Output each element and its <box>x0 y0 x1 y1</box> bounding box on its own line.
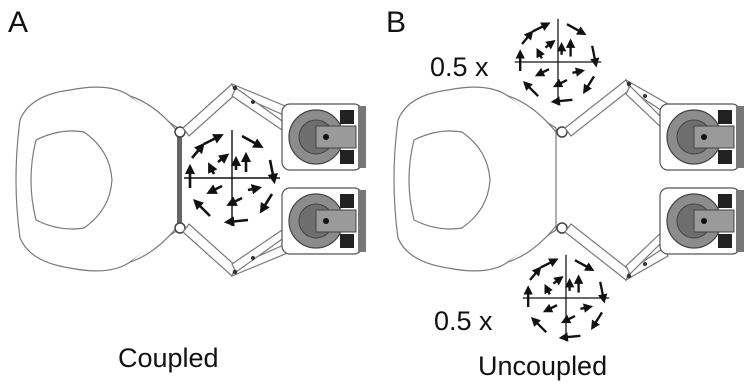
panel-b: B 0.5 x 0.5 x <box>386 6 744 381</box>
scale-label-top: 0.5 x <box>430 52 489 82</box>
left-joint-top-b <box>556 126 568 138</box>
manipulandum-top-b <box>659 103 744 171</box>
left-joint-top-a <box>174 126 186 138</box>
manipulandum-bottom-b <box>659 187 744 255</box>
monkey-body-a <box>15 86 179 272</box>
linkage-arms-a <box>182 82 293 278</box>
left-joint-bottom-b <box>556 222 568 234</box>
linkage-arms-b <box>564 78 671 282</box>
manipulandum-bottom-a <box>281 187 367 255</box>
manipulandum-top-a <box>281 103 367 171</box>
force-field-a <box>184 130 280 226</box>
panel-a: A Coupled <box>8 6 367 373</box>
force-field-b-bottom <box>523 255 609 341</box>
monkey-body-b <box>393 86 557 272</box>
panel-letter-a: A <box>8 6 28 39</box>
caption-a: Coupled <box>118 343 219 373</box>
force-field-b-top <box>515 19 601 105</box>
coupling-bar <box>177 132 182 228</box>
caption-b: Uncoupled <box>478 351 607 381</box>
panel-letter-b: B <box>386 6 406 39</box>
scale-label-bottom: 0.5 x <box>434 306 493 336</box>
left-joint-bottom-a <box>174 222 186 234</box>
